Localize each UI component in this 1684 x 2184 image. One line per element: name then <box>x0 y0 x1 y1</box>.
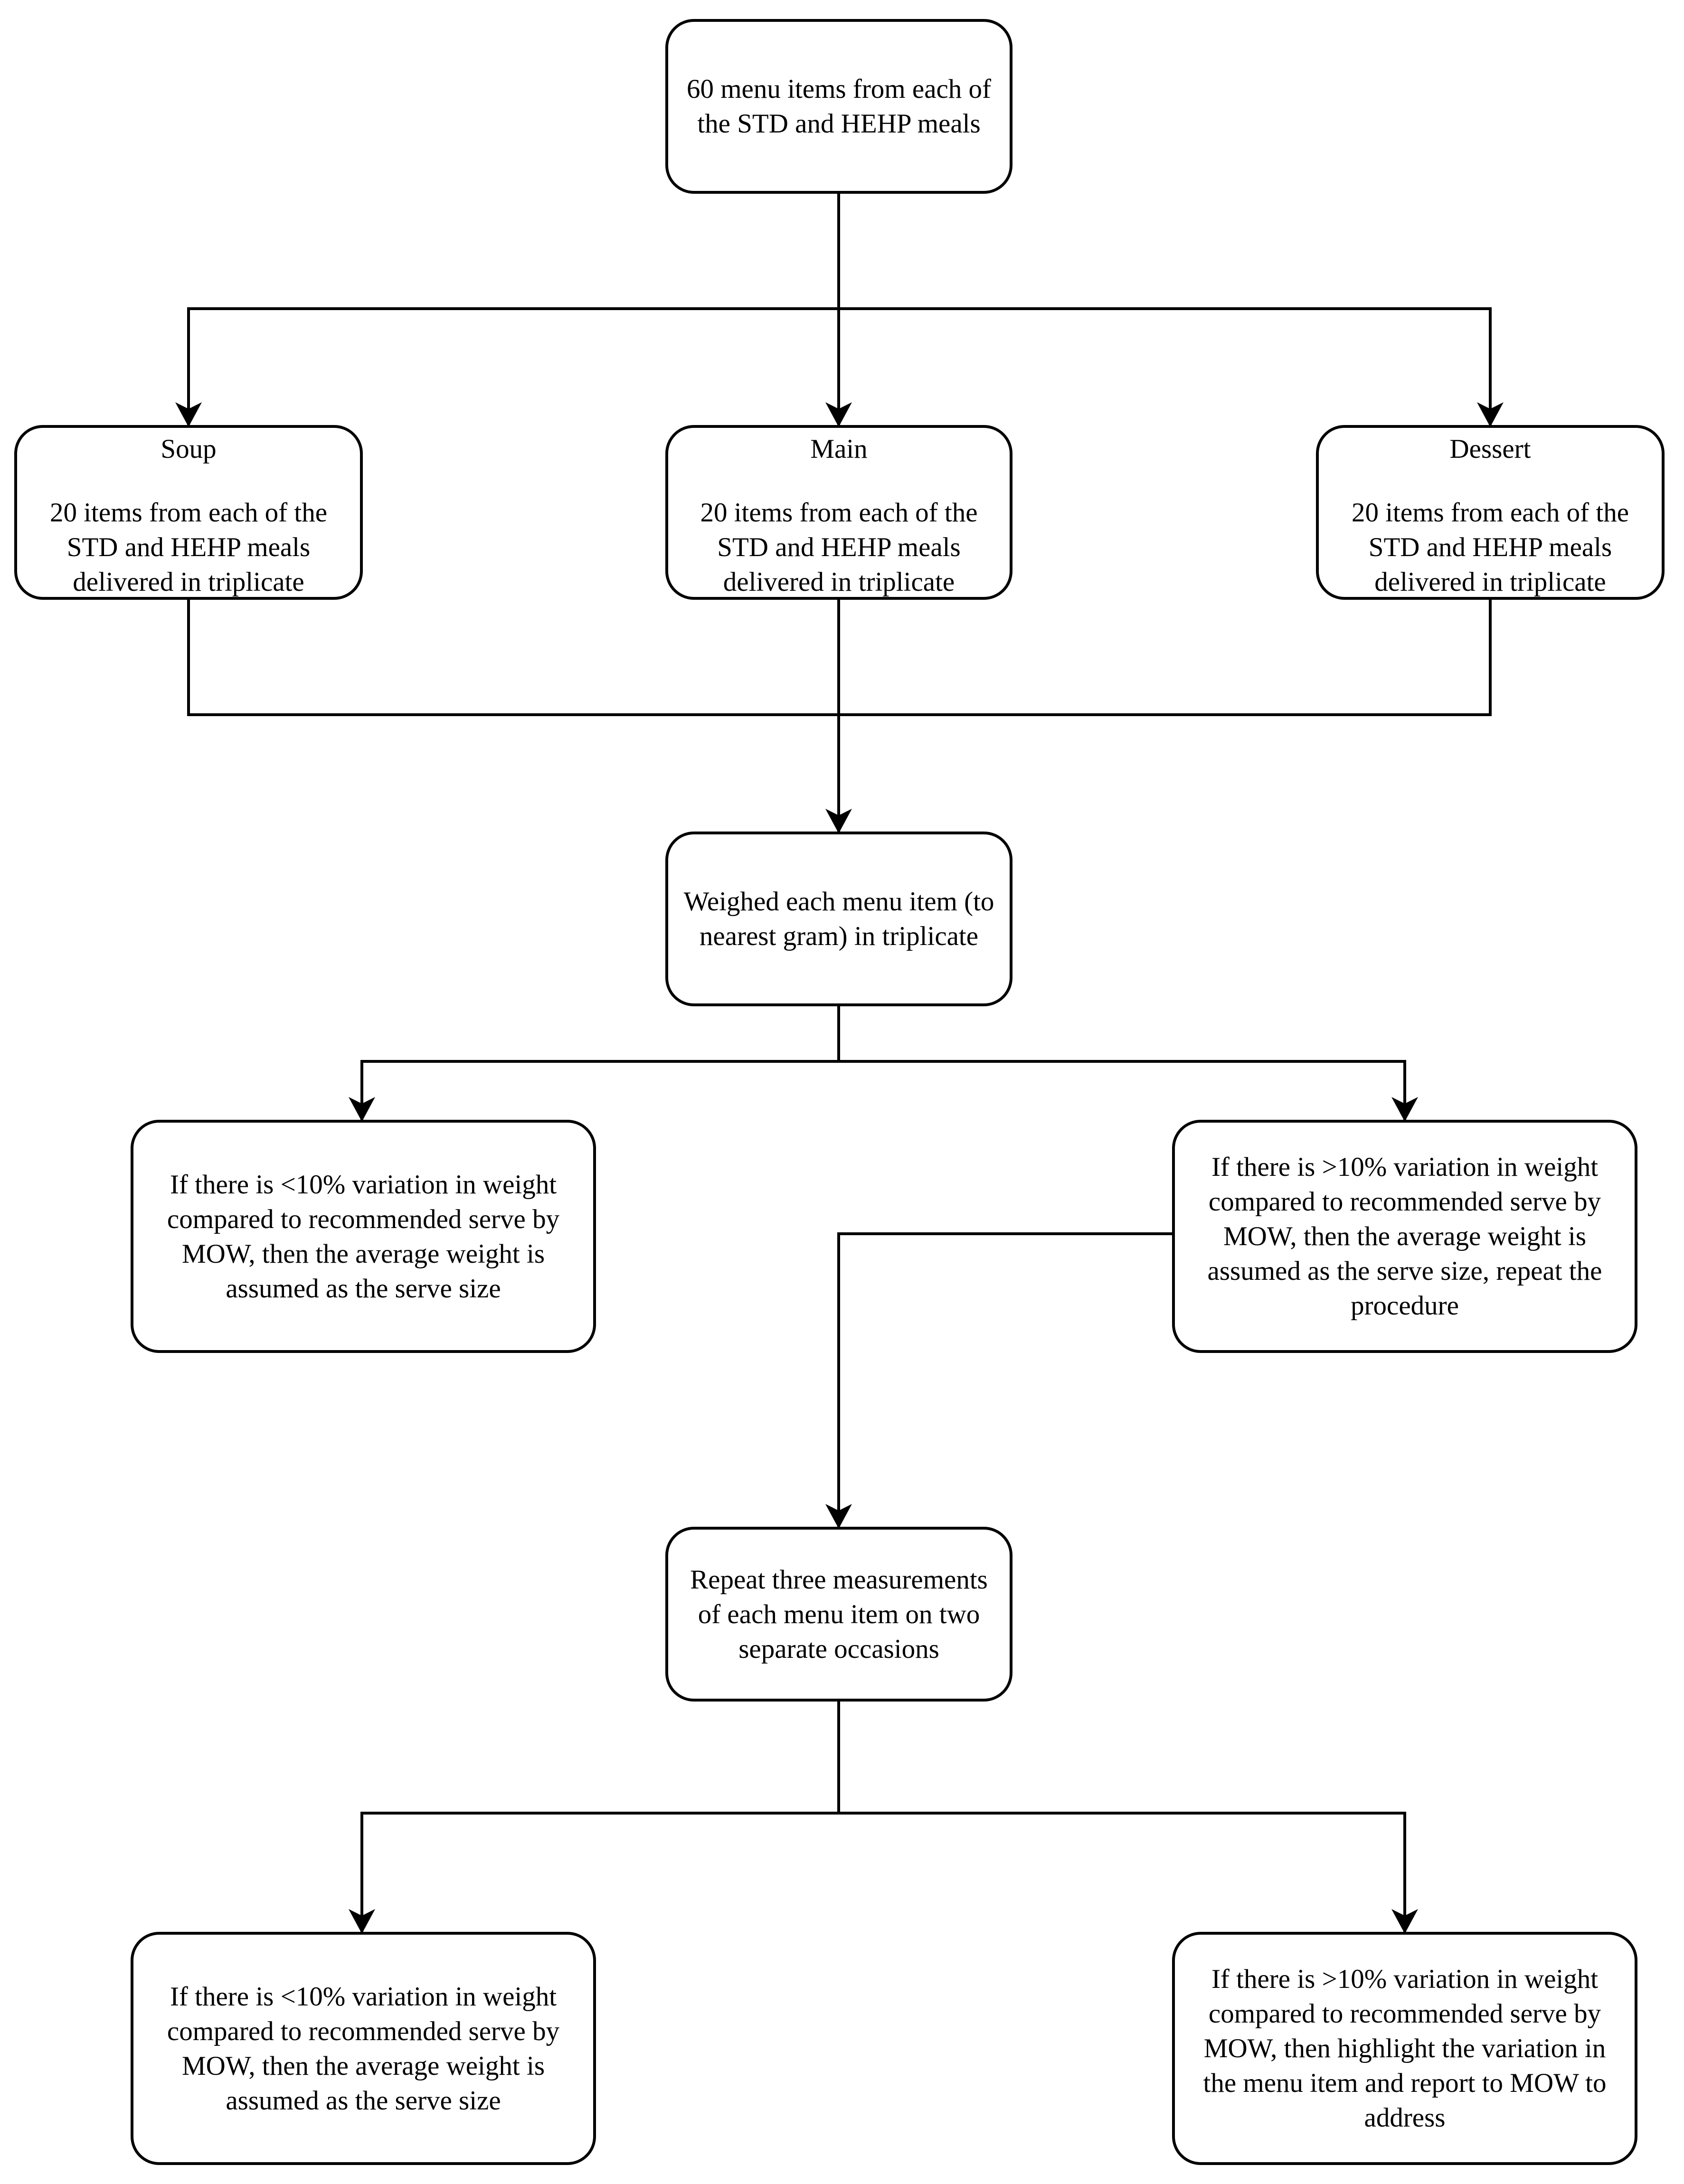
connector-repeat-to-gt-second <box>839 1812 1418 1934</box>
less-than-variation-second-node: If there is <10% variation in weight com… <box>131 1932 596 2165</box>
connector-start-to-dessert <box>839 307 1504 427</box>
soup-node: Soup 20 items from each of the STD and H… <box>14 425 363 600</box>
connector-start-to-soup <box>175 307 839 427</box>
weigh-node: Weighed each menu item (to nearest gram)… <box>665 832 1012 1006</box>
dessert-node-heading: Dessert <box>1449 434 1531 464</box>
main-node: Main 20 items from each of the STD and H… <box>665 425 1012 600</box>
dessert-node-text: 20 items from each of the STD and HEHP m… <box>1351 498 1629 597</box>
less-than-variation-second-text: If there is <10% variation in weight com… <box>167 1981 560 2116</box>
connector-weigh-to-lt-first <box>349 1006 840 1122</box>
greater-than-variation-second-node: If there is >10% variation in weight com… <box>1172 1932 1637 2165</box>
connector-repeat-to-lt-second <box>349 1702 840 1934</box>
start-node-text: 60 menu items from each of the STD and H… <box>686 74 992 139</box>
soup-node-heading: Soup <box>161 434 217 464</box>
dessert-node: Dessert 20 items from each of the STD an… <box>1316 425 1665 600</box>
greater-than-variation-second-text: If there is >10% variation in weight com… <box>1203 1964 1607 2133</box>
connector-weigh-to-gt-first <box>839 1060 1418 1122</box>
less-than-variation-first-text: If there is <10% variation in weight com… <box>167 1169 560 1304</box>
less-than-variation-first-node: If there is <10% variation in weight com… <box>131 1120 596 1353</box>
repeat-measurements-node: Repeat three measurements of each menu i… <box>665 1527 1012 1702</box>
repeat-measurements-text: Repeat three measurements of each menu i… <box>690 1564 988 1664</box>
main-node-text: 20 items from each of the STD and HEHP m… <box>700 498 978 597</box>
greater-than-variation-first-node: If there is >10% variation in weight com… <box>1172 1120 1637 1353</box>
start-node: 60 menu items from each of the STD and H… <box>665 19 1012 194</box>
main-node-heading: Main <box>810 434 868 464</box>
connector-gt-first-to-repeat <box>825 1232 1172 1529</box>
connector-dessert-merge <box>839 600 1492 716</box>
greater-than-variation-first-text: If there is >10% variation in weight com… <box>1207 1152 1602 1321</box>
weigh-node-text: Weighed each menu item (to nearest gram)… <box>683 887 994 951</box>
connector-soup-merge <box>187 600 839 716</box>
soup-node-text: 20 items from each of the STD and HEHP m… <box>49 498 328 597</box>
